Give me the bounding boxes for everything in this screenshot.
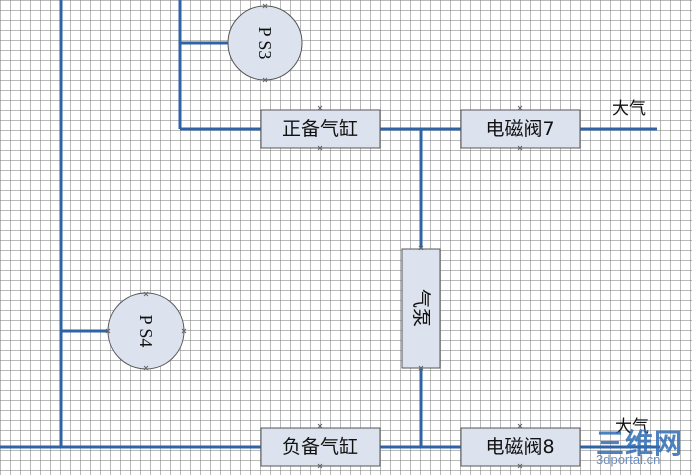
pos-cylinder-label: 正备气缸 — [282, 118, 358, 140]
ps3-label: P S3 — [255, 27, 275, 60]
neg-cylinder-label: 负备气缸 — [282, 436, 358, 458]
valve7-label: 电磁阀7 — [485, 118, 554, 140]
connection-markers — [105, 3, 523, 469]
pipe-lines — [0, 0, 660, 449]
ps3-gauge: P S3 — [227, 5, 303, 81]
valve7-box: 电磁阀7 — [460, 109, 581, 149]
valve8-box: 电磁阀8 — [460, 427, 581, 467]
ps4-label: P S4 — [136, 315, 156, 348]
watermark-url: 3dportal.cn — [596, 452, 661, 467]
neg-cylinder-box: 负备气缸 — [260, 427, 381, 467]
watermark-logo: 三维网 — [596, 427, 684, 460]
pump-label: 气泵 — [410, 289, 432, 327]
pos-cylinder-box: 正备气缸 — [260, 109, 381, 149]
pump-box: 气泵 — [401, 248, 441, 369]
atm-top-label: 大气 — [612, 99, 646, 119]
atm-bottom-label: 大气 — [615, 417, 649, 437]
ps4-gauge: P S4 — [107, 292, 185, 370]
valve8-label: 电磁阀8 — [485, 436, 554, 458]
